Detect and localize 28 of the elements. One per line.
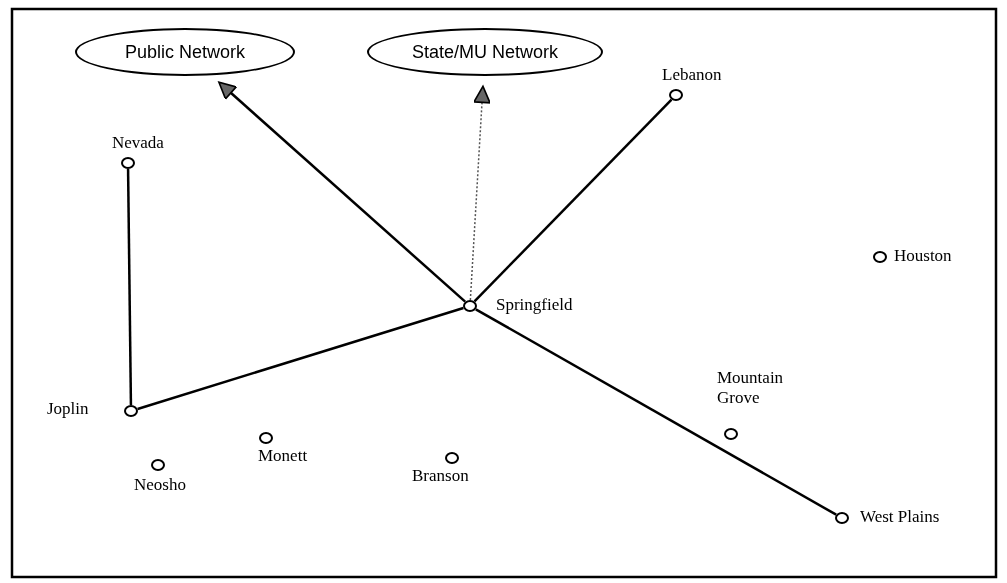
city-circle [151,459,165,471]
city-label: Joplin [47,399,89,420]
arrow [218,81,466,303]
network-ellipse: Public Network [75,28,295,76]
city-circle [463,300,477,312]
connector-line [126,169,133,405]
city-circle [124,405,138,417]
city-label: West Plains [860,507,940,528]
city-label: Nevada [112,133,164,154]
city-label: Monett [258,446,308,467]
city-label: Branson [412,466,469,487]
city-label: Mountain Grove [717,368,785,409]
city-label: Lebanon [662,65,722,86]
city-circle [445,452,459,464]
city-label: Houston [894,246,952,267]
city-label: Springfield [496,295,573,316]
city-label: Neosho [134,475,186,496]
city-circle [873,251,887,263]
connector-line [137,306,464,411]
city-circle [835,512,849,524]
network-ellipse: State/MU Network [367,28,603,76]
city-circle [669,89,683,101]
city-circle [121,157,135,169]
city-circle [259,432,273,444]
city-circle [724,428,738,440]
arrow [469,85,491,301]
connector-line [473,98,673,303]
connector-line [475,308,837,516]
